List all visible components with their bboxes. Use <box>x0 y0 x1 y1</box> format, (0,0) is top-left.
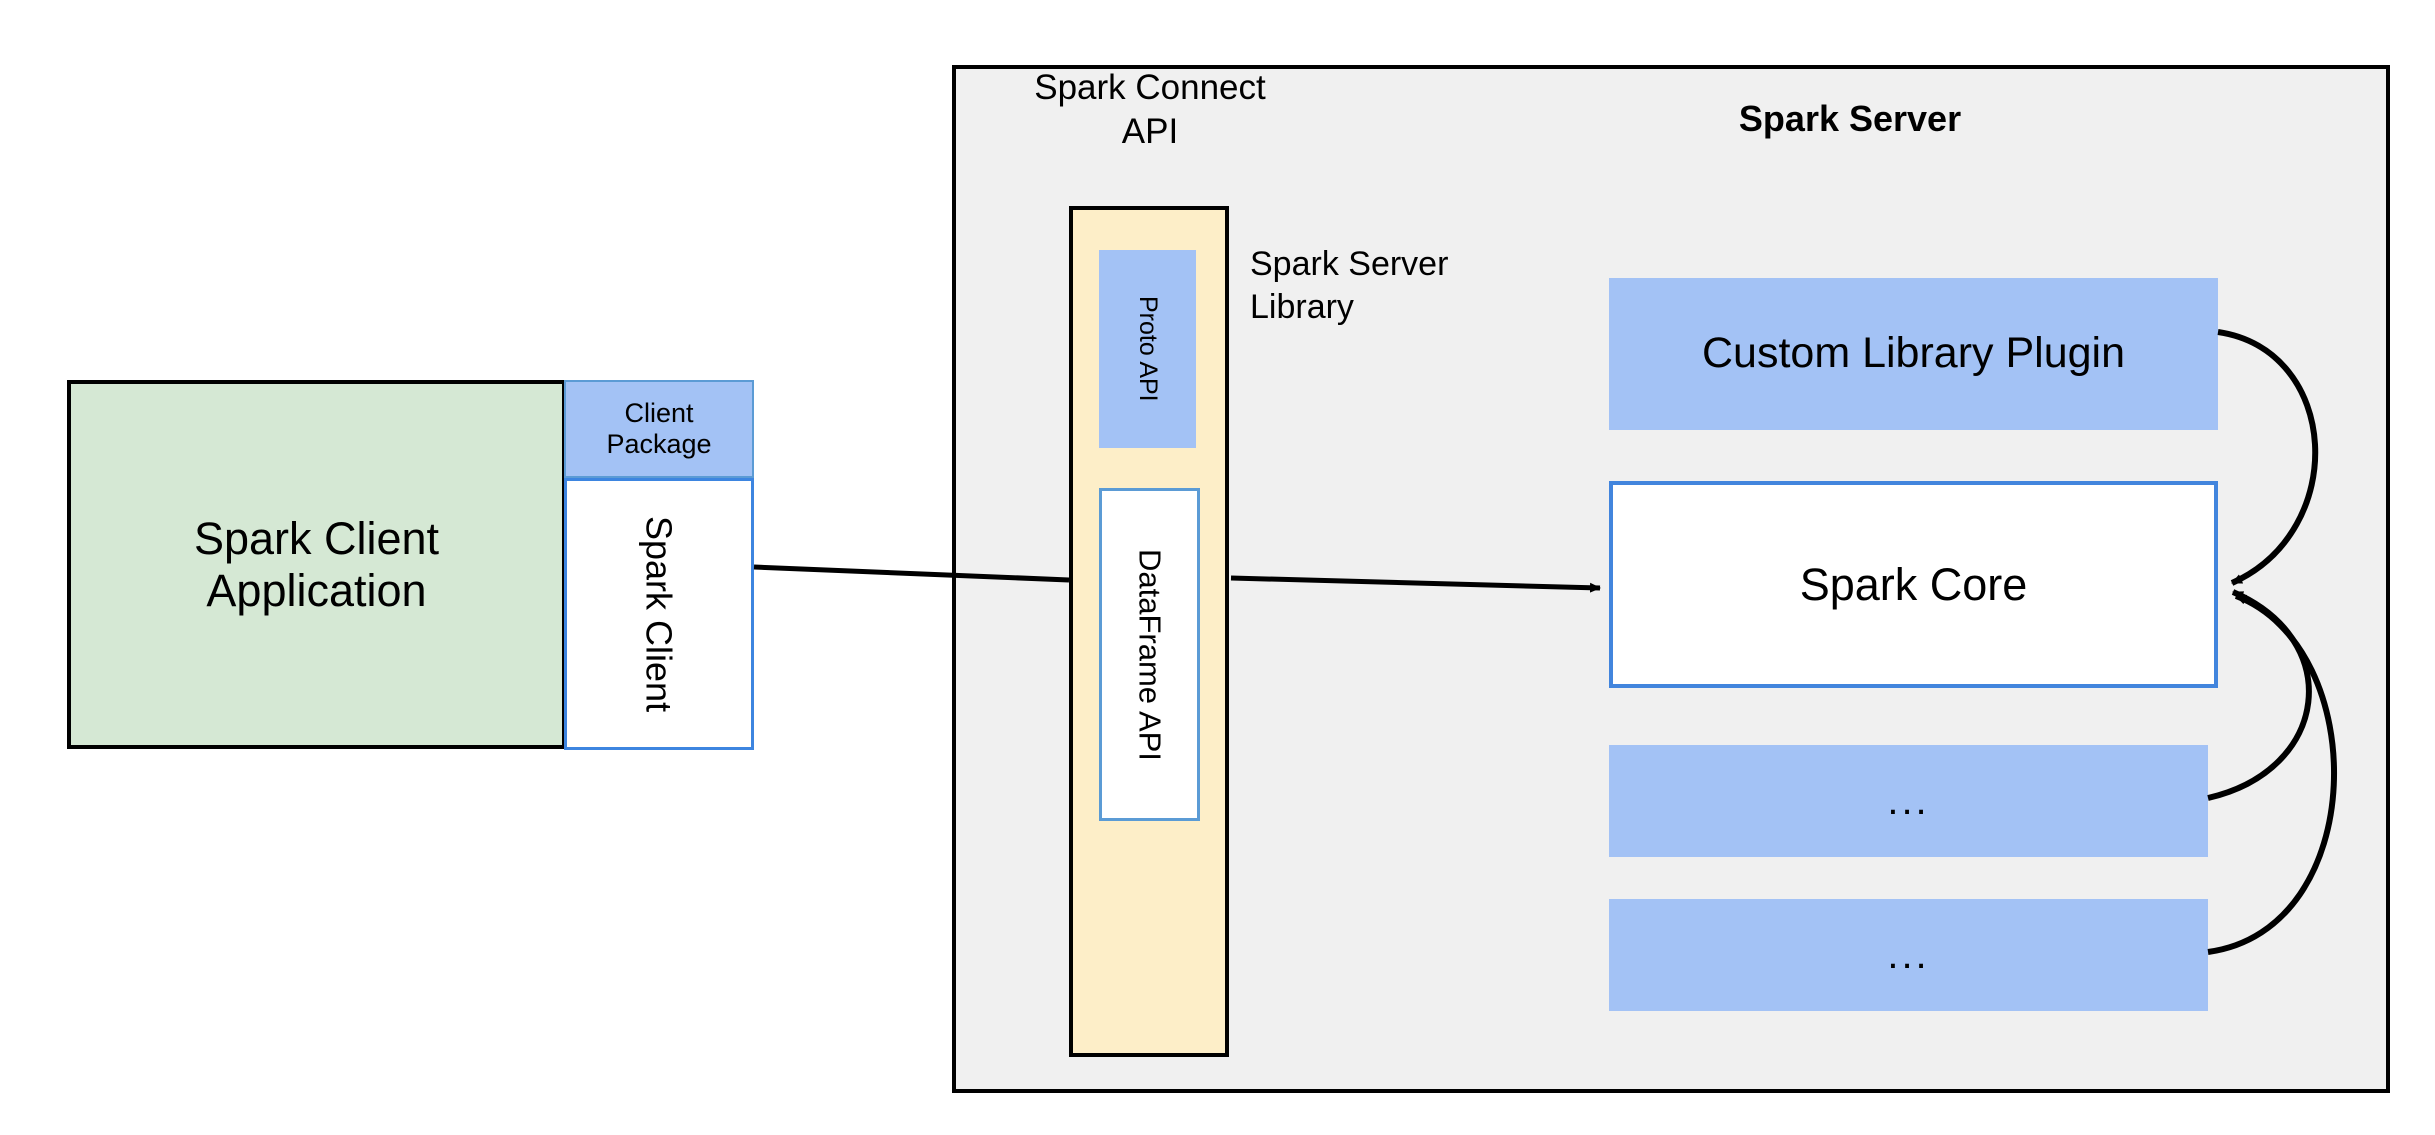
spark-server-title: Spark Server <box>1738 98 1962 139</box>
client-package-label: Client Package <box>606 397 712 459</box>
dataframe-api-label: DataFrame API <box>1132 548 1168 761</box>
spark-client-label: Spark Client <box>638 515 680 713</box>
spark-core-label: Spark Core <box>1799 558 2028 610</box>
spark-client-application-box[interactable]: Spark Client Application <box>67 380 566 749</box>
spark-server-library-label: Spark Server Library <box>1250 245 1449 326</box>
ellipsis-box-1-label: ... <box>1887 779 1930 823</box>
proto-api-box[interactable]: Proto API <box>1099 250 1196 448</box>
proto-api-label: Proto API <box>1133 296 1162 402</box>
dataframe-api-box[interactable]: DataFrame API <box>1099 488 1200 821</box>
ellipsis-box-1[interactable]: ... <box>1609 745 2208 857</box>
spark-client-box[interactable]: Spark Client <box>564 478 754 750</box>
client-package-box[interactable]: Client Package <box>564 380 754 478</box>
spark-connect-api-label: Spark Connect API <box>1034 68 1266 151</box>
ellipsis-box-2[interactable]: ... <box>1609 899 2208 1011</box>
spark-client-application-label: Spark Client Application <box>193 512 440 616</box>
ellipsis-box-2-label: ... <box>1887 933 1930 977</box>
custom-library-plugin-label: Custom Library Plugin <box>1701 329 2125 378</box>
custom-library-plugin-box[interactable]: Custom Library Plugin <box>1609 278 2218 430</box>
spark-core-box[interactable]: Spark Core <box>1609 481 2218 688</box>
